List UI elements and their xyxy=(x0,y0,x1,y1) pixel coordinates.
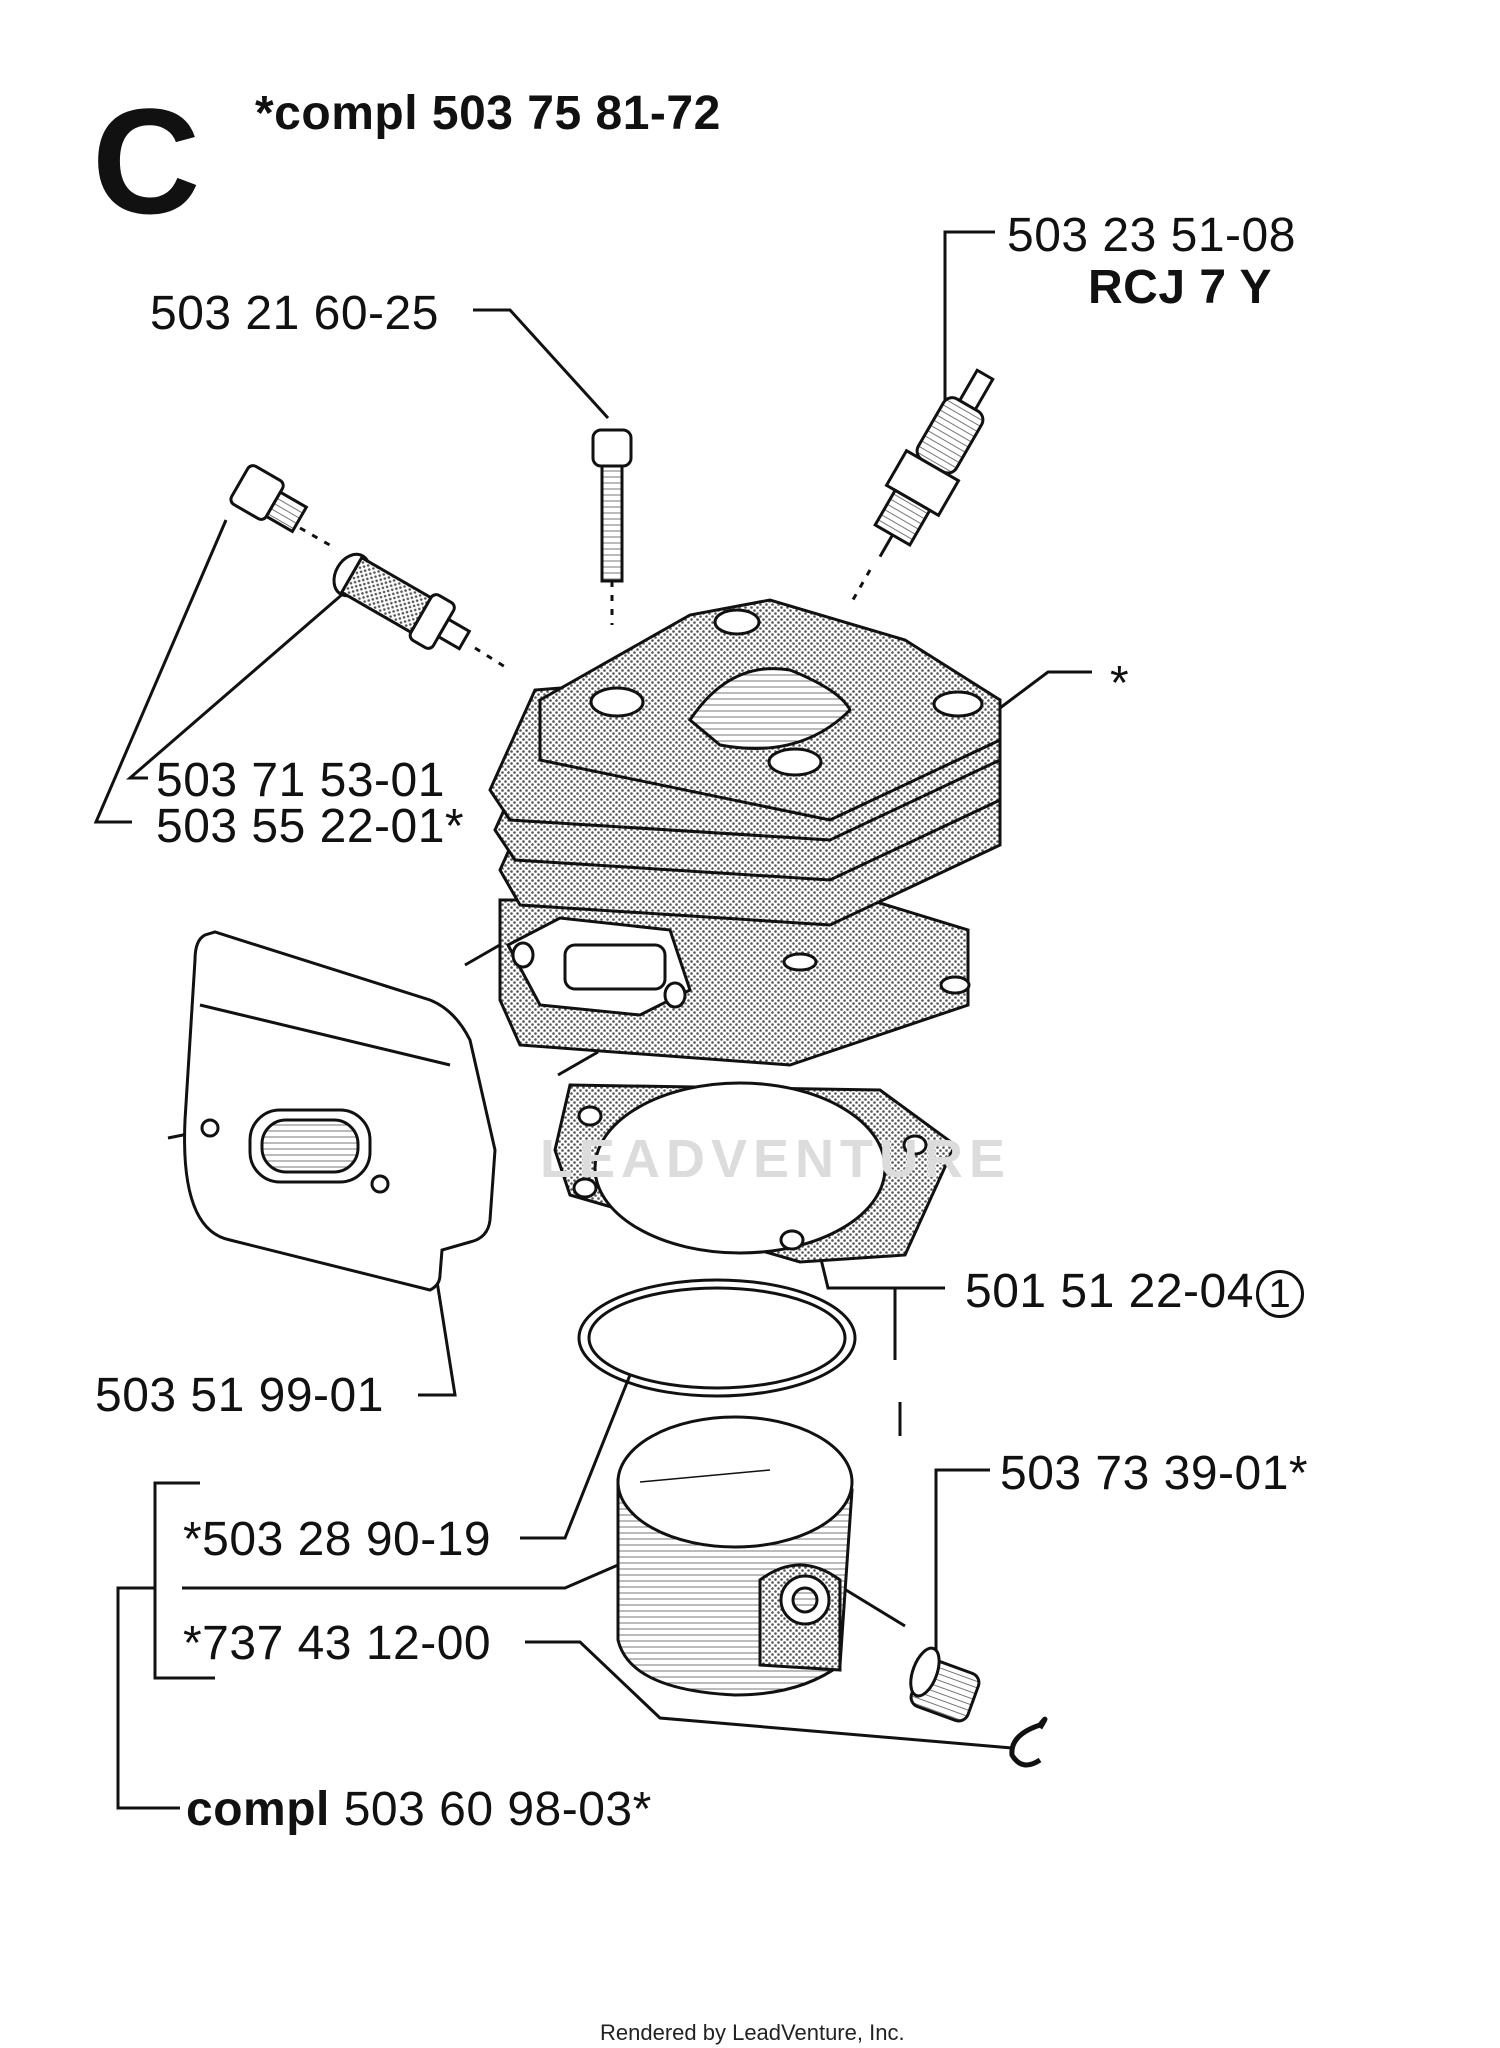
plug-label: 503 55 22-01* xyxy=(156,800,465,853)
watermark: LEADVENTURE xyxy=(540,1129,1012,1189)
spark-plug-label: 503 23 51-08 xyxy=(1007,209,1296,262)
piston-part xyxy=(616,1415,854,1697)
valve-part xyxy=(332,552,511,672)
heat-shield-label: 503 51 99-01 xyxy=(95,1369,384,1422)
heat-shield-part xyxy=(183,930,497,1292)
assembly-title: *compl 503 75 81-72 xyxy=(255,87,721,140)
bearing-label: 503 73 39-01* xyxy=(1000,1447,1309,1500)
footer-credit: Rendered by LeadVenture, Inc. xyxy=(600,2020,905,2045)
ring-label: *503 28 90-19 xyxy=(183,1513,492,1566)
needle-bearing-part xyxy=(909,1646,981,1723)
circlip-part xyxy=(1009,1716,1048,1768)
plug-part xyxy=(229,464,336,550)
spark-plug-type-label: RCJ 7 Y xyxy=(1088,261,1273,314)
cylinder-star-label: * xyxy=(1110,657,1130,710)
gasket-part-number: 501 51 22-04 xyxy=(965,1265,1254,1318)
gasket-part xyxy=(553,1081,957,1264)
piston-compl-part-number: 503 60 98-03* xyxy=(343,1783,652,1836)
screw-label: 503 21 60-25 xyxy=(150,287,439,340)
spark-plug-part xyxy=(848,368,995,606)
screw-part xyxy=(591,428,633,625)
piston-compl-word: compl xyxy=(186,1783,330,1836)
piston-compl-label: compl 503 60 98-03* xyxy=(186,1786,652,1834)
gasket-note-badge: 1 xyxy=(1255,1270,1304,1319)
cylinder-part xyxy=(488,598,1002,1067)
leader-lines xyxy=(93,230,1092,1810)
piston-ring-part xyxy=(577,1278,857,1398)
valve-label: 503 71 53-01 xyxy=(156,754,445,807)
piston-label: *737 43 12-00 xyxy=(183,1617,492,1670)
section-letter: C xyxy=(92,77,201,245)
